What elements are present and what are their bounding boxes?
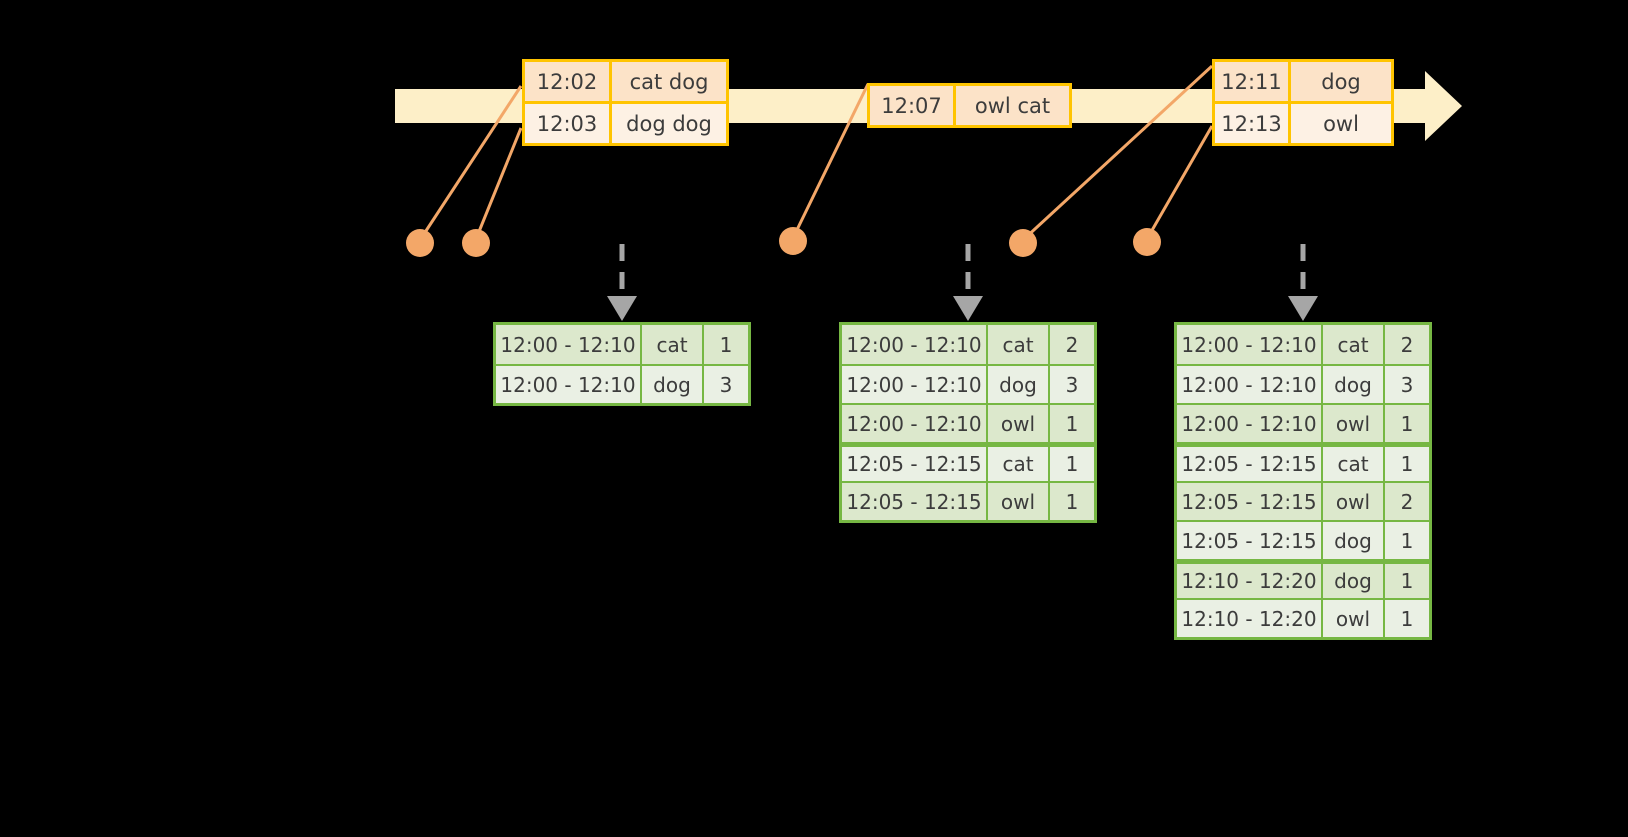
key-cell: cat bbox=[1323, 447, 1385, 481]
window-cell: 12:00 - 12:10 bbox=[1177, 325, 1323, 364]
count-cell: 3 bbox=[1050, 366, 1094, 403]
event-time: 12:02 bbox=[525, 62, 612, 101]
event-row[interactable]: 12:07 owl cat bbox=[870, 86, 1069, 125]
count-cell: 2 bbox=[1385, 325, 1429, 364]
window-cell: 12:05 - 12:15 bbox=[842, 483, 988, 520]
event-time: 12:03 bbox=[525, 104, 612, 143]
window-cell: 12:00 - 12:10 bbox=[1177, 405, 1323, 442]
key-cell: dog bbox=[988, 366, 1050, 403]
count-cell: 1 bbox=[1050, 447, 1094, 481]
event-words: cat dog bbox=[612, 62, 726, 101]
event-words: owl bbox=[1291, 104, 1391, 143]
window-cell: 12:00 - 12:10 bbox=[1177, 366, 1323, 403]
event-time: 12:13 bbox=[1215, 104, 1291, 143]
key-cell: owl bbox=[1323, 405, 1385, 442]
window-cell: 12:10 - 12:20 bbox=[1177, 564, 1323, 598]
event-words: dog bbox=[1291, 62, 1391, 101]
connector-line-12-03 bbox=[474, 127, 523, 240]
count-cell: 2 bbox=[1050, 325, 1094, 364]
event-row[interactable]: 12:02 cat dog bbox=[525, 62, 726, 101]
window-cell: 12:05 - 12:15 bbox=[842, 447, 988, 481]
connector-dot-12-03 bbox=[462, 229, 490, 257]
key-cell: dog bbox=[642, 366, 704, 403]
count-cell: 1 bbox=[1385, 447, 1429, 481]
key-cell: cat bbox=[988, 447, 1050, 481]
dashed-arrow-heads bbox=[607, 296, 1318, 321]
event-time: 12:07 bbox=[870, 86, 956, 125]
event-group-2[interactable]: 12:07 owl cat bbox=[867, 83, 1072, 128]
count-cell: 1 bbox=[1385, 600, 1429, 637]
count-cell: 2 bbox=[1385, 483, 1429, 520]
window-cell: 12:00 - 12:10 bbox=[842, 405, 988, 442]
connector-dot-12-02 bbox=[406, 229, 434, 257]
window-cell: 12:05 - 12:15 bbox=[1177, 447, 1323, 481]
count-cell: 1 bbox=[1385, 522, 1429, 559]
count-cell: 1 bbox=[1385, 405, 1429, 442]
count-cell: 3 bbox=[704, 366, 748, 403]
key-cell: dog bbox=[1323, 522, 1385, 559]
key-cell: dog bbox=[1323, 366, 1385, 403]
connector-line-12-02 bbox=[418, 85, 523, 241]
dashed-arrow-head-1 bbox=[607, 296, 637, 321]
window-cell: 12:00 - 12:10 bbox=[842, 366, 988, 403]
count-cell: 3 bbox=[1385, 366, 1429, 403]
event-words: dog dog bbox=[612, 104, 726, 143]
window-cell: 12:00 - 12:10 bbox=[496, 366, 642, 403]
window-cell: 12:05 - 12:15 bbox=[1177, 483, 1323, 520]
connector-line-12-13 bbox=[1145, 125, 1214, 240]
dashed-arrow-head-2 bbox=[953, 296, 983, 321]
event-row[interactable]: 12:11 dog bbox=[1215, 62, 1391, 101]
window-cell: 12:00 - 12:10 bbox=[842, 325, 988, 364]
key-cell: owl bbox=[1323, 483, 1385, 520]
count-cell: 1 bbox=[1050, 405, 1094, 442]
connector-line-12-07 bbox=[791, 83, 870, 239]
key-cell: cat bbox=[642, 325, 704, 364]
connector-dot-12-13 bbox=[1133, 228, 1161, 256]
event-group-1[interactable]: 12:02 cat dog 12:03 dog dog bbox=[522, 59, 729, 146]
window-cell: 12:05 - 12:15 bbox=[1177, 522, 1323, 559]
connector-dot-12-11 bbox=[1009, 229, 1037, 257]
key-cell: owl bbox=[1323, 600, 1385, 637]
connector-dot-12-07 bbox=[779, 227, 807, 255]
event-row[interactable]: 12:03 dog dog bbox=[525, 101, 726, 143]
key-cell: owl bbox=[988, 483, 1050, 520]
event-row[interactable]: 12:13 owl bbox=[1215, 101, 1391, 143]
window-cell: 12:00 - 12:10 bbox=[496, 325, 642, 364]
dashed-arrows bbox=[619, 244, 1306, 300]
event-time: 12:11 bbox=[1215, 62, 1291, 101]
dashed-arrow-head-3 bbox=[1288, 296, 1318, 321]
connector-dots bbox=[406, 227, 1161, 257]
count-cell: 1 bbox=[1050, 483, 1094, 520]
event-words: owl cat bbox=[956, 86, 1069, 125]
key-cell: owl bbox=[988, 405, 1050, 442]
event-group-3[interactable]: 12:11 dog 12:13 owl bbox=[1212, 59, 1394, 146]
key-cell: cat bbox=[1323, 325, 1385, 364]
window-cell: 12:10 - 12:20 bbox=[1177, 600, 1323, 637]
key-cell: dog bbox=[1323, 564, 1385, 598]
count-cell: 1 bbox=[704, 325, 748, 364]
count-cell: 1 bbox=[1385, 564, 1429, 598]
key-cell: cat bbox=[988, 325, 1050, 364]
